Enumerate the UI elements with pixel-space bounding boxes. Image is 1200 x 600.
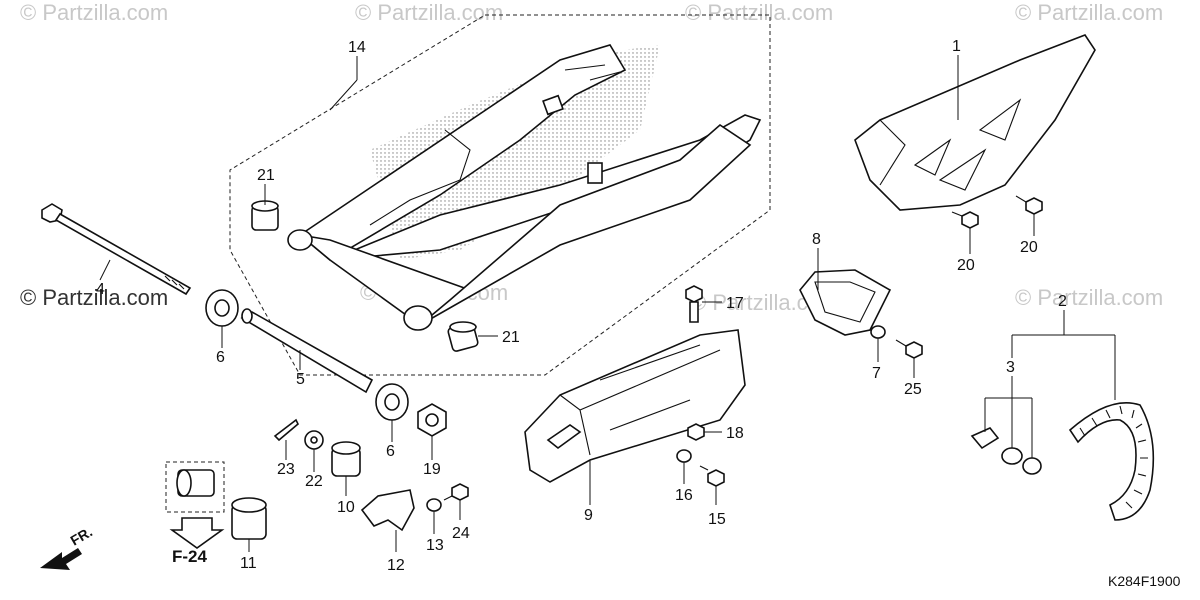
callout-21-lower: 21	[502, 329, 520, 346]
watermarks: © Partzilla.com © Partzilla.com © Partzi…	[20, 0, 1163, 315]
watermark-text: © Partzilla.com	[355, 0, 503, 25]
chain-guide	[799, 269, 892, 336]
callout-11: 11	[240, 555, 257, 572]
callout-14: 14	[348, 39, 366, 56]
chain-joint	[970, 427, 1042, 475]
callout-19: 19	[423, 461, 441, 478]
callout-10: 10	[337, 499, 355, 516]
callout-2: 2	[1058, 293, 1067, 310]
bolt-24	[443, 483, 469, 501]
callout-7: 7	[872, 365, 881, 382]
drive-chain-cover	[854, 34, 1096, 211]
callout-15: 15	[708, 511, 726, 528]
washer-7	[870, 325, 886, 339]
watermark-text: © Partzilla.com	[20, 0, 168, 25]
bolt-25	[895, 339, 923, 359]
nut-13	[426, 498, 442, 512]
callout-18: 18	[726, 425, 744, 442]
callout-8: 8	[812, 231, 821, 248]
callout-9: 9	[584, 507, 593, 524]
callout-20-left: 20	[957, 257, 975, 274]
chain-guide-plate	[360, 489, 415, 532]
swingarm-assembly-boundary	[229, 14, 771, 376]
reference-f24: F-24	[165, 461, 225, 566]
front-direction-arrow: FR.	[40, 523, 95, 570]
callout-22: 22	[305, 473, 323, 490]
bolt-20-right	[1015, 195, 1043, 215]
callout-13: 13	[426, 537, 444, 554]
reference-label: F-24	[172, 547, 208, 566]
watermark-text: © Partzilla.com	[685, 0, 833, 25]
callout-3: 3	[1006, 359, 1015, 376]
nut-18	[687, 423, 705, 441]
clip-23	[273, 418, 299, 442]
watermark-text: © Partzilla.com	[20, 285, 168, 310]
callout-23: 23	[277, 461, 295, 478]
callout-20-right: 20	[1020, 239, 1038, 256]
callout-24: 24	[452, 525, 470, 542]
dust-seal-left	[205, 289, 239, 327]
callouts: 14 21 21 6 5 6 19 23 22 10 11 12 13 24 9…	[96, 38, 1067, 574]
callout-21-upper: 21	[257, 167, 275, 184]
diagram-code: K284F1900	[1108, 573, 1181, 589]
watermark-text: © Partzilla.com	[1015, 285, 1163, 310]
watermark-text: © Partzilla.com	[1015, 0, 1163, 25]
callout-17: 17	[726, 295, 744, 312]
collar-11	[231, 497, 267, 540]
bolt-20-left	[951, 211, 979, 229]
direction-label: FR.	[68, 523, 96, 548]
callout-1: 1	[952, 38, 961, 55]
pivot-nut	[417, 403, 447, 437]
leader-lines	[99, 55, 1116, 552]
callout-12: 12	[387, 557, 405, 574]
callout-6-left: 6	[216, 349, 225, 366]
dust-seal-right	[375, 383, 409, 421]
callout-4: 4	[96, 281, 105, 298]
washer-22	[304, 430, 324, 450]
callout-5: 5	[296, 371, 305, 388]
swingarm	[287, 44, 762, 331]
washer-16	[676, 449, 692, 463]
collar-21-lower	[447, 321, 479, 352]
drive-chain	[1068, 402, 1155, 521]
collar-21-upper	[251, 200, 279, 231]
callout-16: 16	[675, 487, 693, 504]
callout-25: 25	[904, 381, 922, 398]
collar-10	[331, 441, 361, 477]
pivot-collar	[240, 308, 374, 394]
pivot-bolt	[41, 203, 192, 296]
chain-slider	[524, 329, 746, 483]
bolt-15	[699, 465, 725, 487]
callout-6-right: 6	[386, 443, 395, 460]
bolt-17	[685, 285, 703, 323]
